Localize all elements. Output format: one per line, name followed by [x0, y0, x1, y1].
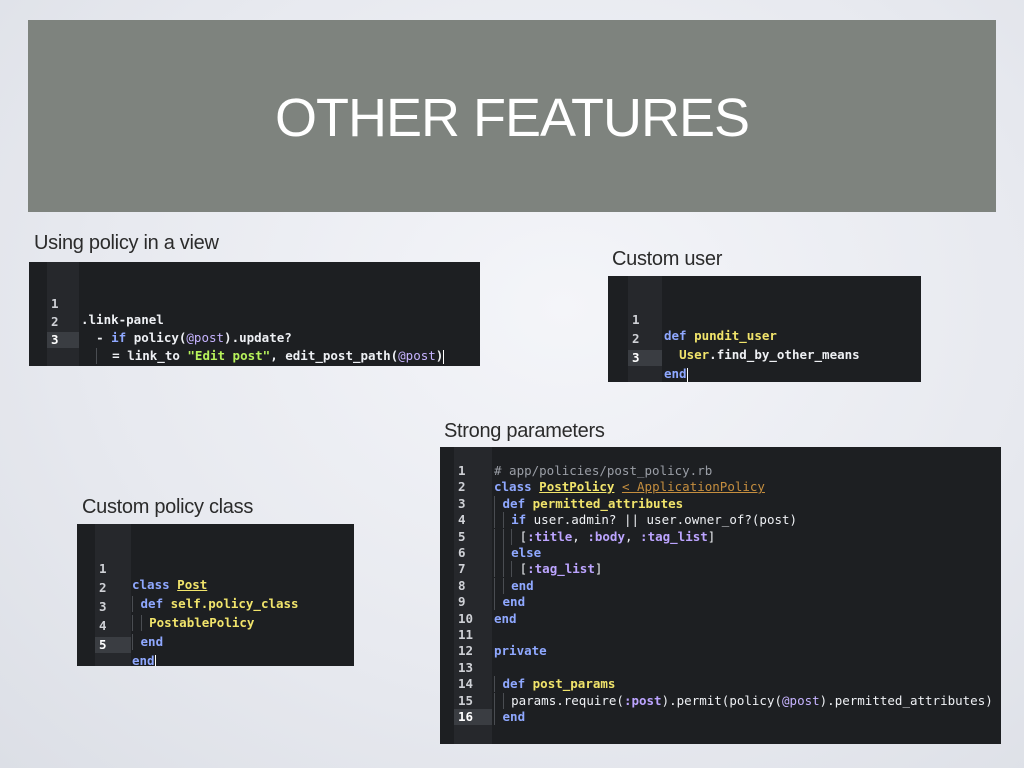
- line-number: 4: [458, 512, 466, 528]
- code-text: def post_params: [494, 676, 615, 693]
- code-line: 1 def pundit_user: [608, 296, 921, 343]
- line-number: 12: [458, 643, 474, 659]
- code-text: private: [494, 643, 547, 659]
- line-number: 14: [458, 676, 474, 692]
- line-number: 2: [99, 580, 107, 595]
- caption-custom-policy-class: Custom policy class: [82, 496, 254, 518]
- code-line: 2 User.find_by_other_means: [608, 315, 921, 362]
- line-number: 11: [458, 627, 474, 642]
- current-line-number: 3: [47, 332, 79, 348]
- line-number: 3: [99, 599, 107, 614]
- code-line: 1 .link-panel: [29, 280, 480, 327]
- code-text: = link_to "Edit post", edit_post_path(@p…: [81, 348, 445, 364]
- code-text: else: [494, 545, 541, 561]
- line-number: 4: [99, 618, 107, 633]
- line-number: 9: [458, 594, 466, 610]
- code-text: # app/policies/post_policy.rb: [494, 463, 713, 478]
- line-number: 6: [458, 545, 466, 560]
- code-text: def permitted_attributes: [494, 495, 683, 512]
- code-line: 4 end: [77, 602, 354, 650]
- code-line: 14 def post_params: [440, 676, 1001, 693]
- code-line: 8 end: [440, 577, 1001, 594]
- code-text: params.require(:post).permit(policy(@pos…: [494, 692, 993, 709]
- code-block-view: 1 .link-panel 2 - if policy(@post).updat…: [29, 262, 480, 366]
- slide-title: OTHER FEATURES: [274, 88, 750, 148]
- code-line: 10 end: [440, 611, 1001, 627]
- code-text: def self.policy_class: [132, 596, 299, 612]
- code-line: 13: [440, 660, 1001, 676]
- code-text: end: [494, 577, 534, 594]
- code-line: 5 end: [77, 621, 354, 666]
- code-text: end: [664, 366, 688, 382]
- text-cursor: [686, 367, 688, 382]
- code-text: PostablePolicy: [132, 615, 254, 631]
- code-text: .link-panel: [81, 312, 164, 327]
- code-line: 1 class Post: [77, 545, 354, 592]
- code-text: end: [494, 610, 517, 626]
- code-text: class Post: [132, 577, 208, 592]
- code-text: if user.admin? || user.owner_of?(post): [494, 512, 797, 529]
- line-number: 2: [632, 331, 640, 346]
- code-line: 5 [:title, :body, :tag_list]: [440, 528, 1001, 545]
- code-line: 16 end: [440, 709, 1001, 725]
- code-line: 3 def permitted_attributes: [440, 495, 1001, 512]
- code-line: 7 [:tag_list]: [440, 561, 1001, 578]
- code-text: end: [494, 709, 525, 725]
- line-number: 15: [458, 692, 474, 708]
- text-cursor: [443, 349, 445, 364]
- code-line: 3 PostablePolicy: [77, 583, 354, 631]
- code-text: class PostPolicy < ApplicationPolicy: [494, 479, 765, 495]
- caption-custom-user: Custom user: [612, 248, 723, 270]
- code-line: 1 # app/policies/post_policy.rb: [440, 463, 1001, 479]
- line-number: 8: [458, 577, 466, 593]
- code-text: def pundit_user: [664, 328, 777, 343]
- code-line: 2 def self.policy_class: [77, 564, 354, 612]
- code-line: 4 if user.admin? || user.owner_of?(post): [440, 512, 1001, 529]
- code-text: [:title, :body, :tag_list]: [494, 528, 715, 545]
- line-gutter: [454, 447, 492, 744]
- title-banner: OTHER FEATURES: [28, 20, 996, 212]
- line-gutter: [47, 262, 79, 366]
- line-number: 10: [458, 610, 474, 626]
- code-line: 11: [440, 627, 1001, 643]
- code-block-strong-parameters: 1 # app/policies/post_policy.rb 2 class Pos…: [440, 447, 1001, 744]
- line-number: 1: [458, 463, 466, 478]
- code-line: 12 private: [440, 643, 1001, 659]
- line-number: 3: [458, 495, 466, 511]
- code-text: [:tag_list]: [494, 561, 602, 578]
- line-number: 1: [51, 296, 59, 311]
- code-text: end: [132, 634, 163, 650]
- code-line: 3 end: [608, 334, 921, 382]
- caption-using-policy-in-view: Using policy in a view: [34, 232, 219, 254]
- code-line: 6 else: [440, 545, 1001, 561]
- code-line: 15 params.require(:post).permit(policy(@…: [440, 692, 1001, 709]
- code-line: 3 = link_to "Edit post", edit_post_path(…: [29, 316, 480, 364]
- code-text: end: [494, 594, 525, 611]
- code-text: - if policy(@post).update?: [96, 330, 292, 345]
- code-block-policy-class: 1 class Post 2 def self.policy_class 3 P…: [77, 524, 354, 666]
- line-number: 2: [51, 314, 59, 329]
- code-line: 9 end: [440, 594, 1001, 611]
- line-number: 5: [458, 528, 466, 544]
- current-line-number: 16: [454, 709, 492, 725]
- line-number: 1: [99, 561, 107, 576]
- line-number: 7: [458, 561, 466, 577]
- line-number: 13: [458, 659, 474, 675]
- code-line: 2 - if policy(@post).update?: [29, 298, 480, 345]
- code-block-custom-user: 1 def pundit_user 2 User.find_by_other_m…: [608, 276, 921, 382]
- line-number: 2: [458, 479, 466, 495]
- code-text: end: [132, 653, 156, 666]
- line-number: 1: [632, 312, 640, 327]
- caption-strong-parameters: Strong parameters: [444, 420, 605, 442]
- current-line-number: 3: [628, 350, 662, 366]
- code-text: User.find_by_other_means: [679, 347, 860, 362]
- text-cursor: [154, 654, 156, 666]
- code-line: 2 class PostPolicy < ApplicationPolicy: [440, 479, 1001, 495]
- current-line-number: 5: [95, 637, 131, 653]
